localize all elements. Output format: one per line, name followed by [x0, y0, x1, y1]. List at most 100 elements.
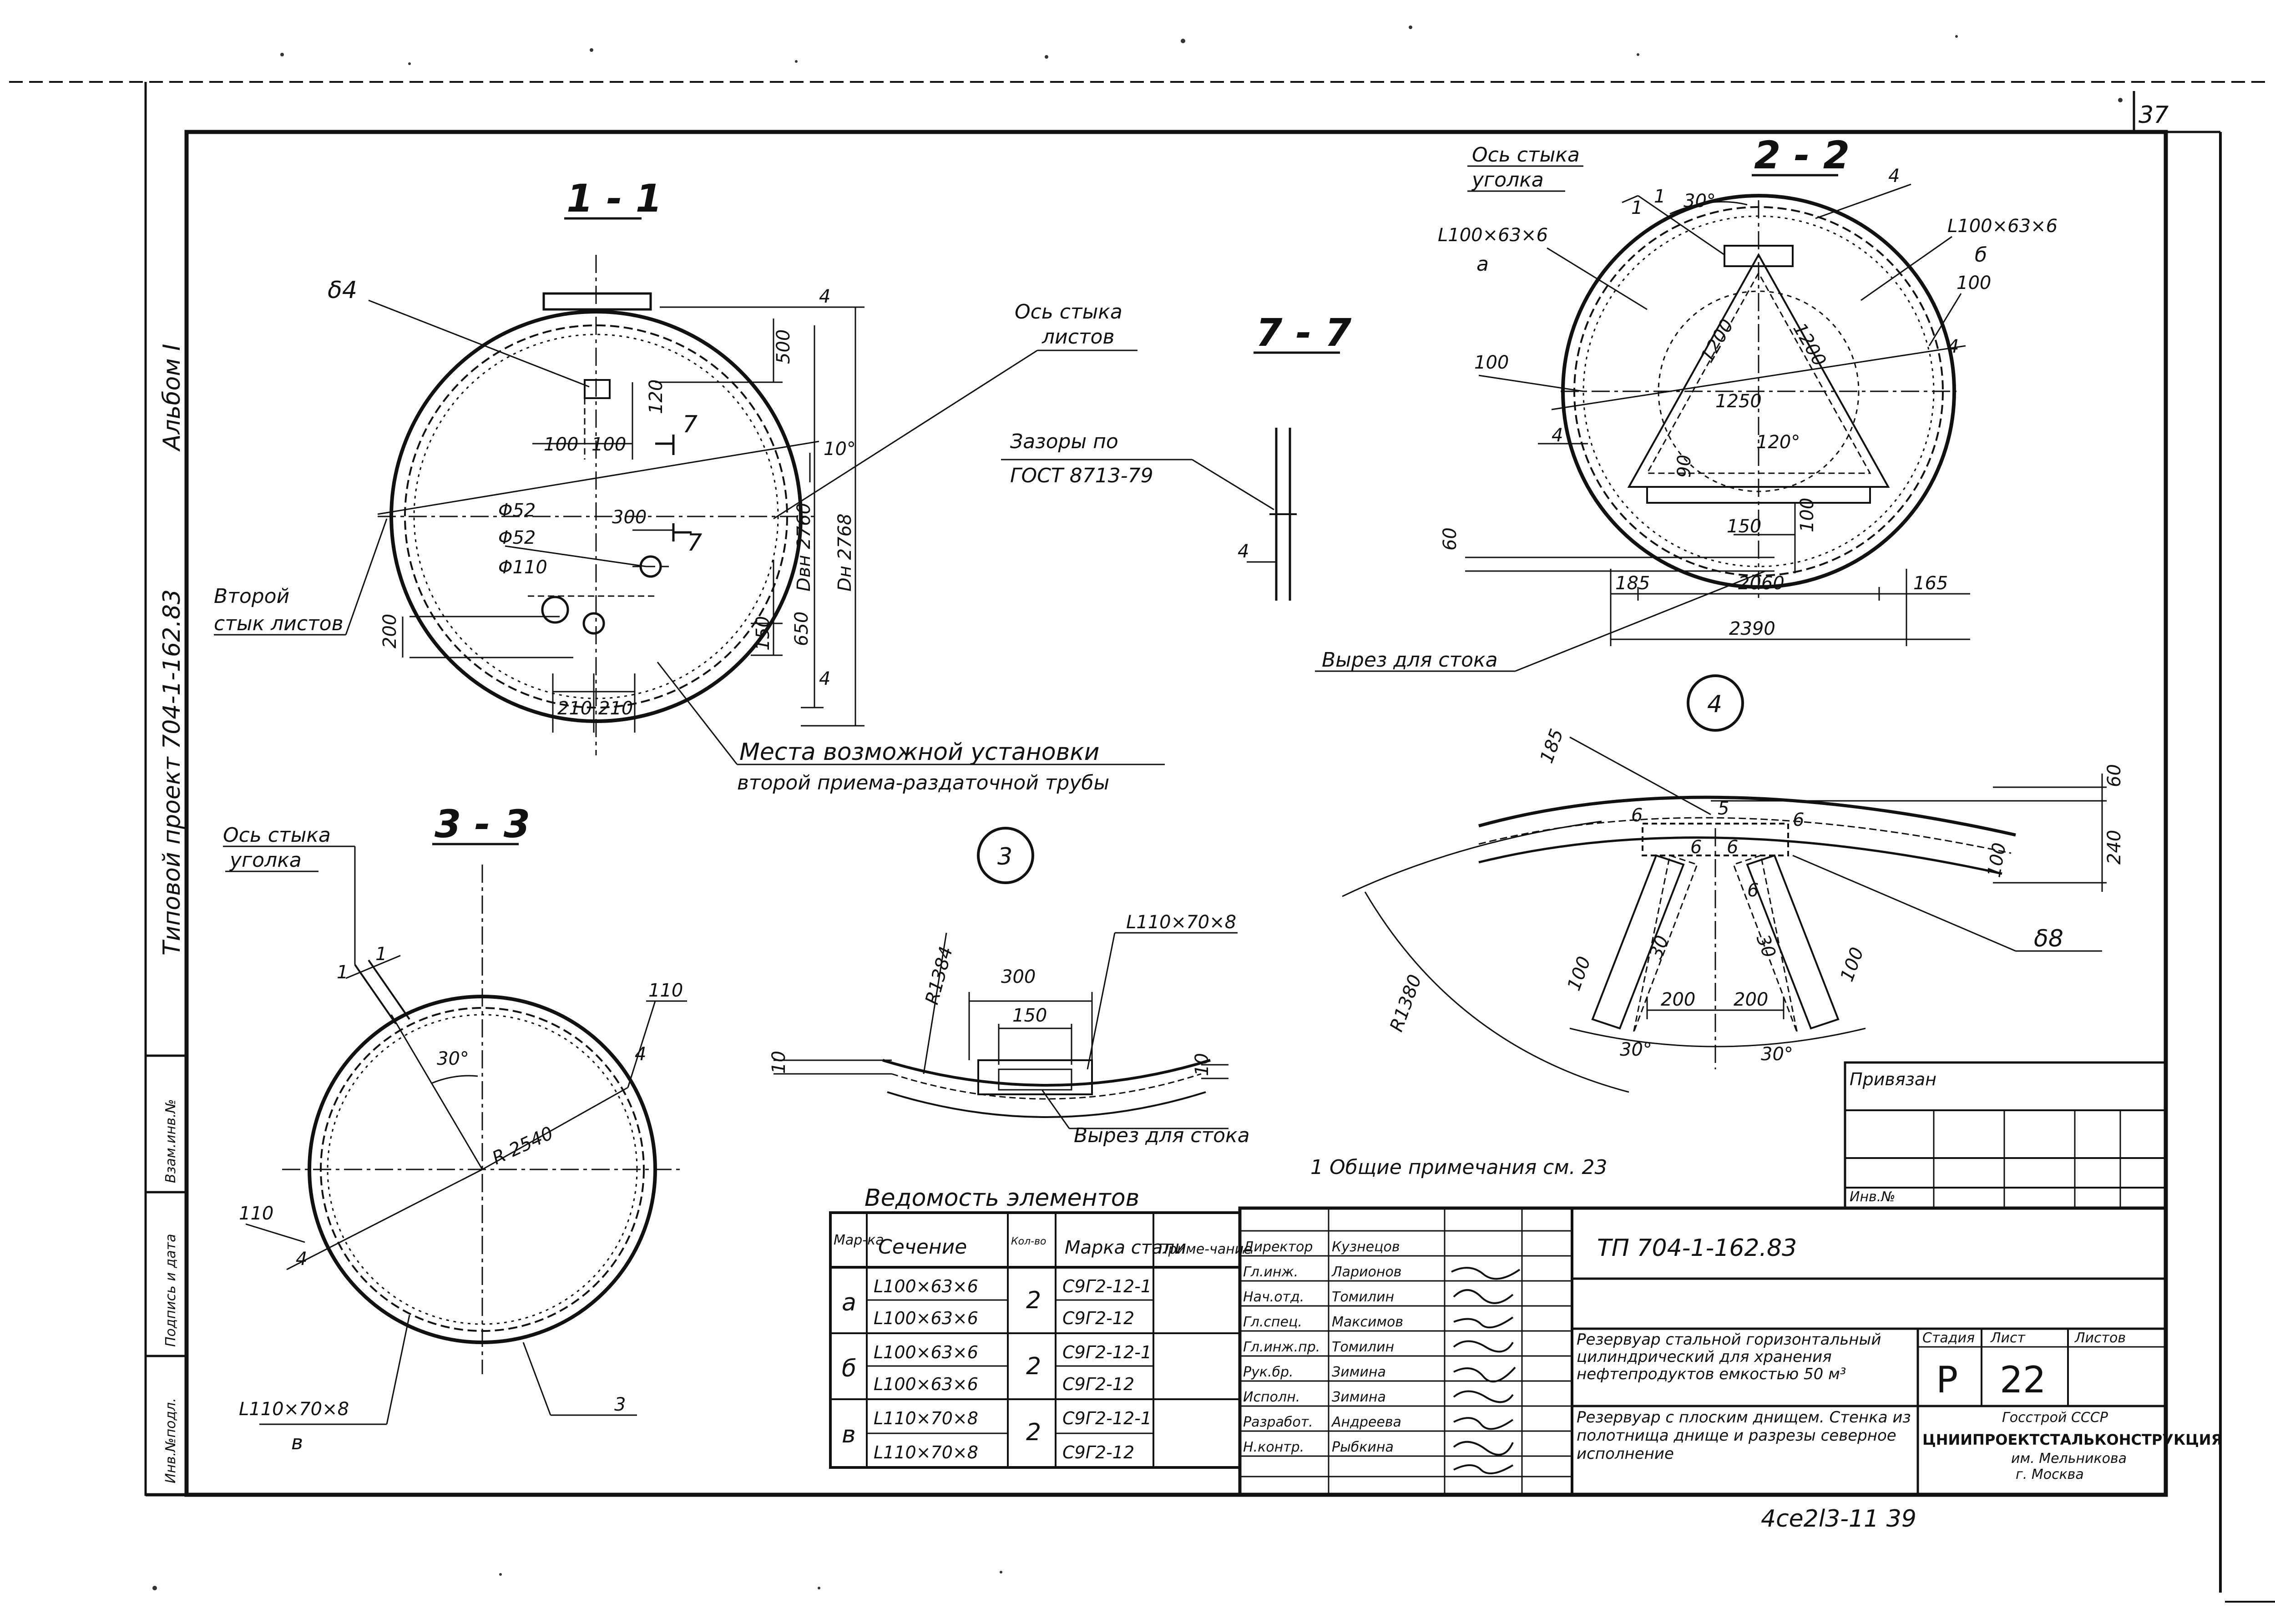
tb-staff-name-6: Зимина — [1332, 1364, 1386, 1380]
label-22-angle-b: L100×63×6 — [1947, 216, 2058, 237]
table-row-3-steel-b: С9Г2-12 — [1062, 1442, 1134, 1462]
view-7-7-texts: 7 - 7 Зазоры по ГОСТ 8713-79 4 — [1010, 310, 1352, 562]
label-33-angle: L110×70×8 — [239, 1399, 349, 1420]
dim-n4-radius: R1380 — [1386, 972, 1426, 1035]
elements-table-texts: Мар-ка Сечение Кол-во Марка стали Приме-… — [834, 1232, 1252, 1462]
tb-org-sub: им. Мельникова — [2011, 1451, 2127, 1467]
tb-staff-role-2: Гл.инж. — [1243, 1264, 1298, 1280]
dim-33-4b: 4 — [296, 1249, 307, 1270]
dim-n4-5: 5 — [1718, 798, 1729, 819]
dim-300: 300 — [612, 507, 647, 528]
dim-f52a: Φ52 — [498, 500, 536, 521]
node-3-texts: 3 L110×70×8 Вырез для стока R1384 300 15… — [768, 843, 1250, 1147]
label-22-axis: Ось стыка — [1472, 143, 1580, 167]
view-3-3-title: 3 - 3 — [435, 802, 530, 846]
table-row-1-mark: а — [842, 1289, 856, 1316]
label-axis-sheets: Ось стыка — [1015, 300, 1122, 324]
table-header-section: Сечение — [878, 1235, 967, 1259]
section-mark-7b: 7 — [687, 529, 702, 557]
tb-inv: Инв.№ — [1850, 1189, 1895, 1205]
tb-staff-role-3: Нач.отд. — [1243, 1289, 1304, 1305]
scan-noise — [152, 25, 2123, 1590]
dim-f110: Φ110 — [498, 557, 547, 578]
table-row-3-qty: 2 — [1026, 1419, 1041, 1446]
table-row-2-steel-a: С9Г2-12-1 — [1062, 1342, 1152, 1362]
dim-dvn: Dвн 2760 — [794, 503, 814, 592]
dim-22-60: 60 — [1440, 527, 1461, 551]
tb-description-2: Резервуар с плоским днищем. Стенка из по… — [1577, 1408, 1911, 1463]
label-install-places2: второй приема-раздаточной трубы — [737, 771, 1109, 794]
dim-n4-60: 60 — [2104, 764, 2125, 787]
dim-22-4a: 4 — [1888, 166, 1900, 187]
dim-22-30: 30° — [1684, 191, 1716, 212]
dim-100a: 100 — [544, 434, 578, 455]
table-row-1-steel-a: С9Г2-12-1 — [1062, 1276, 1152, 1296]
dim-4a: 4 — [819, 286, 830, 307]
table-row-3-mark: в — [842, 1421, 856, 1448]
table-header-steel: Марка стали — [1065, 1237, 1186, 1258]
table-row-2-steel-b: С9Г2-12 — [1062, 1374, 1134, 1394]
label-gaps: Зазоры по — [1010, 430, 1118, 453]
dim-n4-6a: 6 — [1631, 805, 1643, 826]
margin-sign: Подпись и дата — [163, 1234, 179, 1347]
view-2-2 — [1315, 183, 1970, 672]
table-row-2-qty: 2 — [1026, 1353, 1041, 1380]
dim-33-1b: 1 — [375, 944, 387, 965]
dim-22-1b: 1 — [1654, 186, 1665, 207]
node-4-title: 4 — [1707, 691, 1722, 718]
dim-22-1200b: 1200 — [1789, 319, 1830, 370]
tb-sheets-header: Листов — [2074, 1330, 2126, 1346]
tb-org-top: Госстрой СССР — [2002, 1410, 2108, 1426]
table-row-1-section-b: L100×63×6 — [874, 1308, 978, 1328]
view-2-2-texts: 2 - 2 Ось стыка уголка L100×63×6 а L100×… — [1322, 133, 2058, 672]
tb-stage-header: Стадия — [1922, 1330, 1975, 1346]
dim-200: 200 — [379, 614, 400, 648]
dim-22-2060: 2060 — [1738, 573, 1785, 594]
dim-210a: 210 — [557, 698, 592, 719]
view-7-7 — [1001, 428, 1297, 601]
dim-n4-100a: 100 — [1984, 841, 2011, 879]
tb-staff-role-9: Н.контр. — [1243, 1439, 1304, 1455]
view-1-1-title: 1 - 1 — [566, 176, 662, 221]
dim-n3-10b: 10 — [1192, 1053, 1213, 1076]
dim-dn: Dн 2768 — [834, 514, 855, 592]
tb-staff-name-2: Ларионов — [1331, 1264, 1402, 1280]
label-second-joint2: стык листов — [214, 612, 344, 635]
dim-n4-100b: 100 — [1563, 954, 1595, 993]
node-4-texts: 4 185 5 6 6 6 6 6 60 100 240 δ8 R1380 30… — [1386, 691, 2125, 1065]
tb-stage: Р — [1936, 1359, 1958, 1401]
table-row-3-section-b: L110×70×8 — [874, 1442, 978, 1462]
label-22-cutout: Вырез для стока — [1322, 648, 1498, 672]
dim-4b: 4 — [819, 668, 830, 689]
label-install-places: Места возможной установки — [739, 739, 1099, 766]
dim-n4-185: 185 — [1536, 726, 1567, 766]
tb-staff-name-9: Рыбкина — [1332, 1439, 1394, 1455]
dim-22-165: 165 — [1913, 573, 1948, 594]
dim-33-radius: R 2540 — [489, 1123, 556, 1169]
dim-f52b: Φ52 — [498, 527, 536, 548]
tb-staff-name-5: Томилин — [1332, 1339, 1394, 1355]
dim-22-150: 150 — [1727, 516, 1761, 537]
table-row-1-qty: 2 — [1026, 1287, 1041, 1314]
dim-22-4b: 4 — [1947, 336, 1959, 357]
label-n3-angle: L110×70×8 — [1126, 912, 1236, 933]
node-3-title: 3 — [997, 843, 1012, 870]
dim-33-1a: 1 — [337, 962, 348, 983]
dim-n4-100c: 100 — [1836, 945, 1868, 984]
view-1-1 — [214, 255, 1165, 765]
tb-project-code: ТП 704-1-162.83 — [1597, 1234, 1797, 1262]
dim-22-100b: 100 — [1956, 273, 1991, 293]
label-22-mark-a: а — [1476, 253, 1489, 276]
dim-n3-150: 150 — [1012, 1005, 1047, 1026]
dim-22-100c: 100 — [1797, 498, 1818, 532]
tb-staff-name-4: Максимов — [1332, 1314, 1403, 1330]
tb-staff-name-3: Томилин — [1332, 1289, 1394, 1305]
tb-sheet-header: Лист — [1990, 1330, 2026, 1346]
dim-n4-d8: δ8 — [2034, 925, 2063, 952]
dim-n4-200a: 200 — [1661, 989, 1695, 1010]
table-header-qty: Кол-во — [1011, 1236, 1046, 1247]
view-3-3 — [223, 845, 687, 1425]
dim-33-30: 30° — [437, 1048, 469, 1069]
